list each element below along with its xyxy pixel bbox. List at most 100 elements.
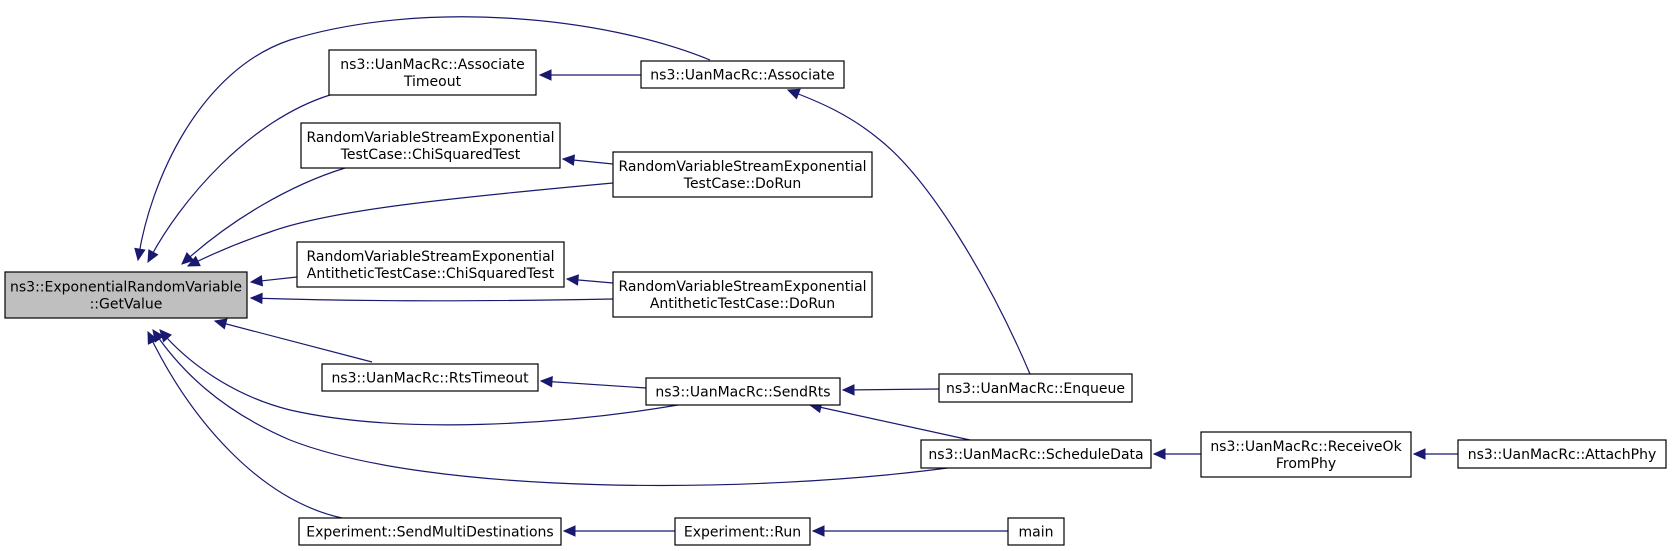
edge-associate-to-assoc_timeout — [538, 69, 641, 81]
node-anti-dorun[interactable]: RandomVariableStreamExponentialAntitheti… — [612, 271, 873, 318]
edge-arrowhead — [186, 255, 201, 267]
edge-arrowhead — [134, 247, 146, 262]
node-rts-timeout[interactable]: ns3::UanMacRc::RtsTimeout — [321, 363, 539, 392]
edge-anti_chi-to-root — [249, 275, 298, 287]
edge-arrowhead — [565, 274, 579, 286]
node-exp-run[interactable]: Experiment::Run — [674, 517, 811, 546]
edge-arrowhead — [147, 330, 159, 345]
node-send-multi[interactable]: Experiment::SendMultiDestinations — [298, 517, 562, 546]
node-box[interactable] — [645, 377, 841, 406]
node-label: TestCase::ChiSquaredTest — [340, 147, 521, 163]
node-box[interactable] — [300, 122, 561, 169]
edge-arrowhead — [1152, 448, 1166, 460]
edge-line — [214, 320, 373, 363]
edges-layer — [134, 16, 1458, 537]
edge-line — [842, 388, 940, 391]
node-label: AntitheticTestCase::DoRun — [650, 296, 835, 312]
edge-schedule_data-to-send_rts — [808, 401, 971, 441]
node-root[interactable]: ns3::ExponentialRandomVariable::GetValue — [4, 271, 248, 319]
edge-line — [187, 182, 614, 267]
node-box[interactable] — [640, 60, 845, 89]
edge-line — [540, 380, 647, 389]
edge-arrowhead — [562, 525, 576, 537]
node-box[interactable] — [328, 49, 537, 96]
edge-line — [147, 94, 331, 263]
node-label: RandomVariableStreamExponential — [306, 130, 554, 146]
node-label: ns3::ExponentialRandomVariable — [10, 280, 242, 296]
nodes-layer: ns3::ExponentialRandomVariable::GetValue… — [4, 49, 1667, 546]
edge-exp_dorun-to-exp_chi — [561, 154, 614, 166]
node-box[interactable] — [674, 517, 811, 546]
edge-line — [159, 329, 679, 426]
node-label: RandomVariableStreamExponential — [306, 249, 554, 265]
edge-arrowhead — [249, 275, 264, 287]
edge-arrowhead — [538, 69, 552, 81]
node-box[interactable] — [938, 373, 1133, 403]
edge-arrowhead — [561, 154, 576, 166]
node-label: main — [1019, 525, 1054, 541]
edge-rts_timeout-to-root — [213, 318, 373, 363]
edge-send_multi-to-root — [147, 330, 343, 519]
node-label: ns3::UanMacRc::AttachPhy — [1468, 447, 1656, 463]
edge-assoc_timeout-to-root — [147, 94, 331, 264]
edge-line — [250, 297, 614, 302]
edge-associate-to-root — [134, 16, 711, 262]
node-label: AntitheticTestCase::ChiSquaredTest — [307, 266, 555, 282]
edge-exp_dorun-to-root — [186, 182, 614, 267]
node-attach-phy[interactable]: ns3::UanMacRc::AttachPhy — [1457, 439, 1667, 469]
node-label: ns3::UanMacRc::ReceiveOk — [1210, 439, 1402, 455]
node-main[interactable]: main — [1007, 517, 1065, 546]
edge-exp_chi-to-root — [181, 167, 346, 265]
node-exp-chi[interactable]: RandomVariableStreamExponentialTestCase:… — [300, 122, 561, 169]
node-label: Experiment::SendMultiDestinations — [306, 525, 553, 541]
node-label: RandomVariableStreamExponential — [618, 159, 866, 175]
edge-line — [147, 331, 343, 519]
node-box[interactable] — [4, 271, 248, 319]
edge-arrowhead — [786, 88, 801, 100]
edge-anti_dorun-to-root — [249, 292, 614, 305]
node-anti-chi[interactable]: RandomVariableStreamExponentialAntitheti… — [296, 241, 565, 288]
node-schedule-data[interactable]: ns3::UanMacRc::ScheduleData — [920, 439, 1152, 469]
edge-schedule_data-to-root — [152, 329, 956, 487]
node-label: ns3::UanMacRc::Associate — [650, 68, 834, 84]
node-label: Timeout — [403, 74, 462, 90]
edge-attach_phy-to-receive_ok — [1412, 448, 1458, 460]
node-label: Experiment::Run — [684, 525, 801, 541]
node-box[interactable] — [1007, 517, 1065, 546]
node-label: ns3::UanMacRc::ScheduleData — [928, 447, 1143, 463]
node-label: ns3::UanMacRc::Associate — [340, 57, 524, 73]
node-exp-dorun[interactable]: RandomVariableStreamExponentialTestCase:… — [612, 151, 873, 198]
node-label: RandomVariableStreamExponential — [618, 279, 866, 295]
edge-receive_ok-to-schedule_data — [1152, 448, 1201, 460]
edge-arrowhead — [1412, 448, 1426, 460]
node-label: ns3::UanMacRc::SendRts — [655, 385, 830, 401]
edge-line — [787, 89, 1031, 375]
node-label: TestCase::DoRun — [683, 176, 801, 192]
edge-line — [137, 16, 711, 261]
node-label: ns3::UanMacRc::Enqueue — [946, 381, 1125, 397]
node-box[interactable] — [1200, 431, 1412, 478]
edge-arrowhead — [249, 292, 263, 305]
edge-send_rts-to-rts_timeout — [539, 376, 647, 389]
node-box[interactable] — [1457, 439, 1667, 469]
node-box[interactable] — [612, 271, 873, 318]
node-box[interactable] — [296, 241, 565, 288]
edge-arrowhead — [181, 252, 195, 265]
node-enqueue[interactable]: ns3::UanMacRc::Enqueue — [938, 373, 1133, 403]
edge-arrowhead — [213, 318, 228, 330]
node-label: ns3::UanMacRc::RtsTimeout — [331, 371, 529, 387]
node-box[interactable] — [612, 151, 873, 198]
node-associate[interactable]: ns3::UanMacRc::Associate — [640, 60, 845, 89]
node-label: FromPhy — [1276, 456, 1336, 472]
edge-enqueue-to-associate — [786, 88, 1031, 375]
edge-line — [181, 167, 346, 265]
edge-arrowhead — [539, 376, 553, 388]
node-box[interactable] — [298, 517, 562, 546]
node-box[interactable] — [920, 439, 1152, 469]
edge-main-to-exp_run — [811, 525, 1008, 537]
node-send-rts[interactable]: ns3::UanMacRc::SendRts — [645, 377, 841, 406]
node-box[interactable] — [321, 363, 539, 392]
